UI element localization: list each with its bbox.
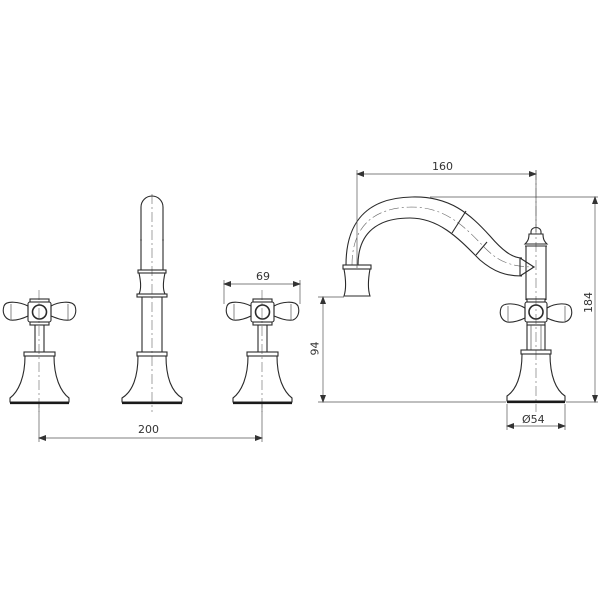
spout-front-view (121, 194, 183, 412)
dimension-spout-reach (356, 170, 537, 268)
spout-side-view (342, 170, 573, 412)
dimension-handle-width (223, 280, 301, 304)
dim-label-overall-height: 184 (582, 292, 595, 313)
dim-label-tap-centers: 200 (138, 423, 159, 436)
left-tap (2, 290, 77, 412)
dim-label-spout-reach: 160 (432, 160, 453, 173)
dimension-outlet-height (318, 296, 506, 403)
handle-arm-right (50, 301, 77, 321)
handle-arm-left (2, 301, 29, 321)
right-tap (225, 290, 300, 412)
dim-label-handle-width: 69 (256, 270, 270, 283)
dim-label-outlet-height: 94 (308, 341, 322, 356)
dim-label-base-diameter: Ø54 (522, 413, 545, 426)
dimension-base-diameter (506, 404, 566, 430)
dimension-tap-centers (38, 404, 263, 442)
dimension-overall-height (430, 196, 598, 403)
